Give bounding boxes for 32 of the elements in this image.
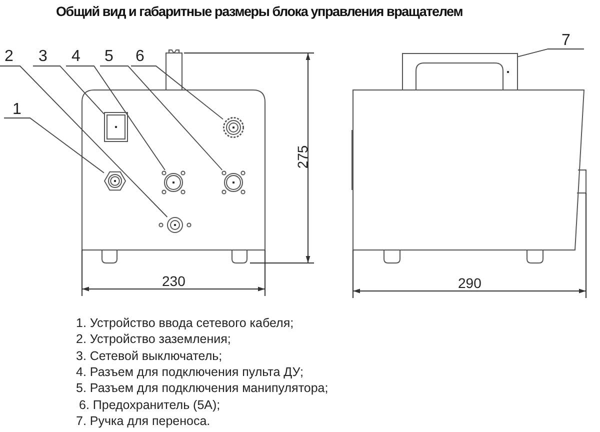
leader-line [0,66,168,218]
power-switch [104,112,128,142]
carry-handle [402,53,518,90]
leader-line [32,66,104,114]
legend-item-text: 7. Ручка для переноса. [76,414,210,429]
connector-socket [221,170,246,195]
callout-number: 4 [69,49,83,65]
dimension-label: 290 [458,276,482,290]
grounding-terminal [167,217,183,233]
callout-number: 1 [10,102,24,118]
connector-socket [161,170,186,195]
leader-line [100,66,223,170]
callout-number: 2 [2,49,16,65]
legend-item-text: 6. Предохранитель (5А); [79,398,220,412]
fuse-holder [223,117,244,138]
legend-item-text: 1. Устройство ввода сетевого кабеля; [76,316,294,331]
cable-gland [104,170,126,192]
title: Общий вид и габаритные размеры блока управления вращателем [56,4,462,19]
dimension-label: 275 [296,145,310,169]
leader-line [130,66,224,120]
leader-line [518,48,584,58]
callout-number: 3 [36,49,50,65]
callout-number: 6 [133,49,147,65]
legend-item-text: 5. Разъем для подключения манипулятора; [76,381,328,396]
legend-item-text: 4. Разъем для подключения пульта ДУ; [76,364,304,380]
callout-number: 5 [102,49,116,65]
legend-item-text: 3. Сетевой выключатель; [76,348,222,364]
legend-item-text: 2. Устройство заземления; [76,332,231,348]
leader-line [4,118,104,174]
dimension-label: 230 [162,274,186,288]
callout-number: 7 [559,33,573,49]
leader-line [66,66,166,170]
